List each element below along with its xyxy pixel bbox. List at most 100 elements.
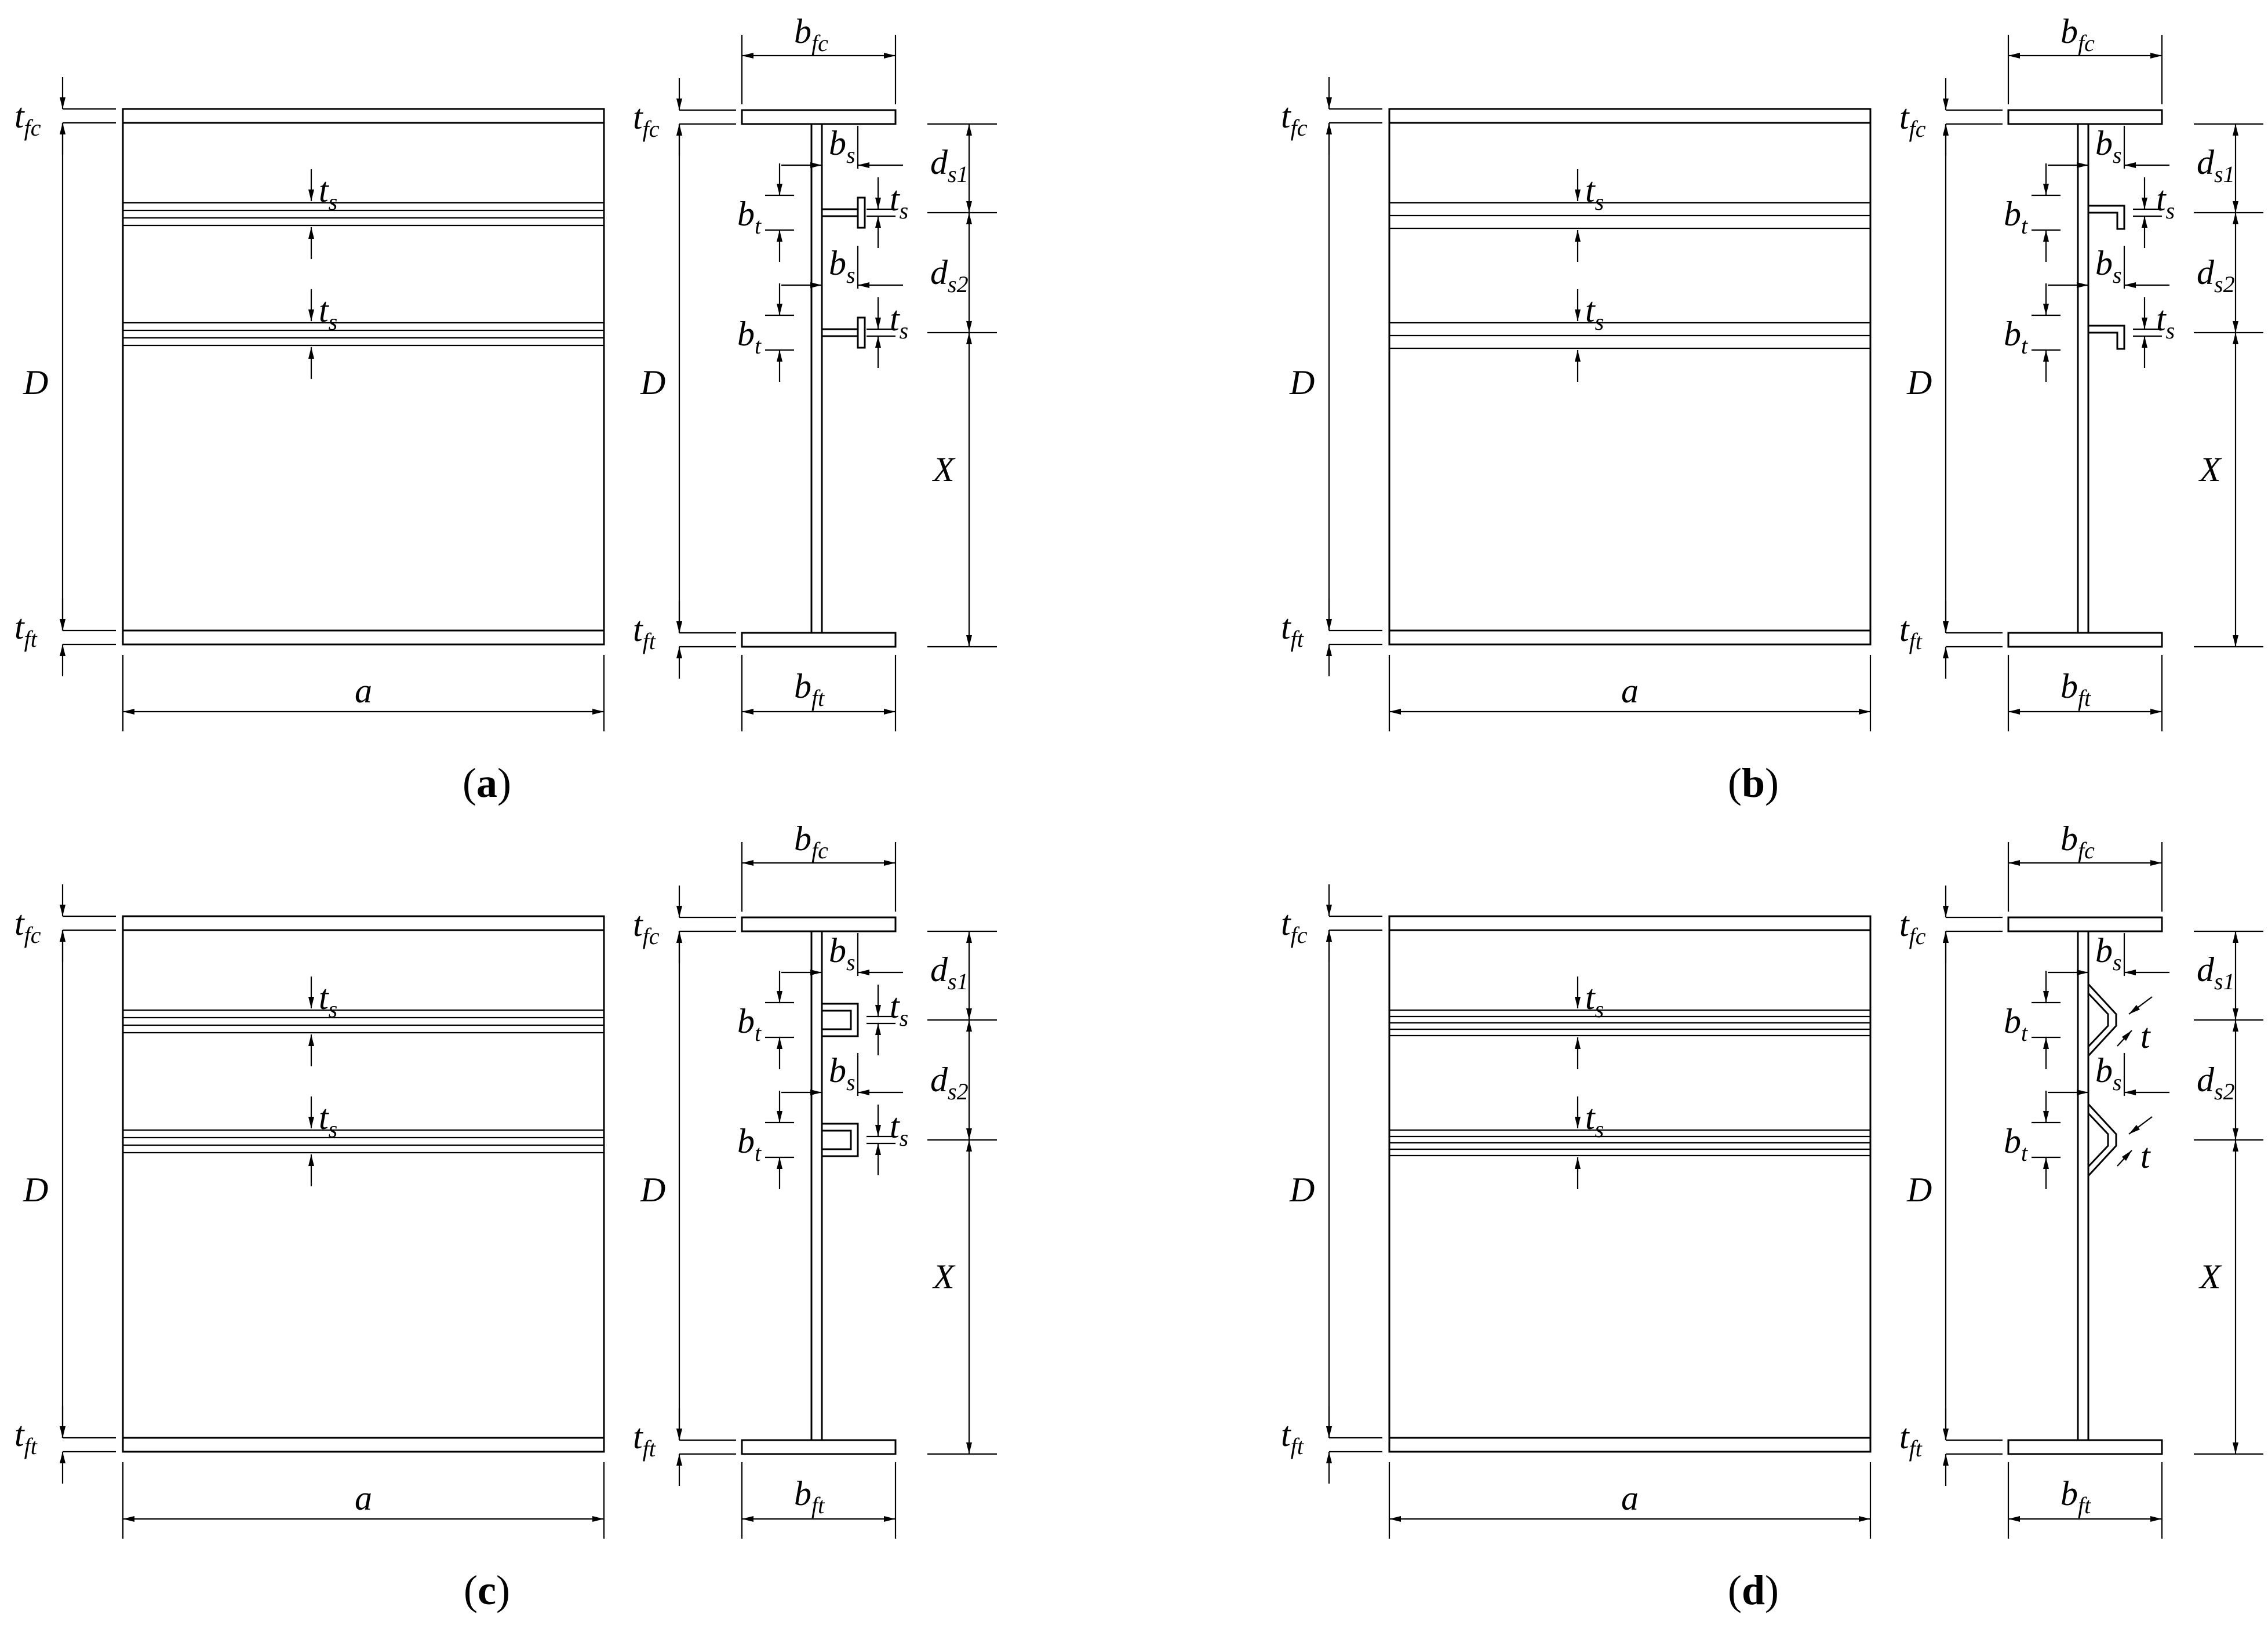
caption-open: (	[1728, 760, 1742, 806]
caption-close: )	[1765, 1567, 1779, 1613]
stiffener-section-1-channel	[822, 1003, 859, 1037]
bs-label-1-base: b	[2095, 124, 2113, 162]
ts-sec-label-1-base: t	[890, 180, 900, 218]
ts-sec-label-1-base: t	[2156, 180, 2167, 218]
tfc-label-sec-base: t	[1899, 98, 1910, 136]
ts-label-2: ts	[319, 291, 337, 335]
tfc-label-sec: tfc	[633, 98, 660, 142]
tfc-label-elev: tfc	[14, 904, 41, 948]
ts-sec-label-2-sub: s	[2166, 318, 2175, 344]
stiffener-section-2	[822, 1123, 859, 1157]
ts-sec-label-1-sub: s	[900, 1005, 909, 1031]
ds2-label-sub: s2	[948, 271, 969, 297]
ts-label-2: ts	[1585, 1098, 1604, 1142]
tft-label-elev-sub: ft	[1291, 626, 1304, 652]
caption-d: (d)	[1728, 1567, 1779, 1613]
caption-letter: a	[476, 760, 497, 806]
bs-label-1-base: b	[829, 124, 846, 162]
bt-label-2-base: b	[2004, 315, 2021, 353]
top-flange-section	[741, 916, 897, 932]
ts-sec-label-2-sub: s	[900, 318, 909, 344]
bft-label-sub: ft	[2078, 1492, 2091, 1518]
ds2-label: ds2	[930, 1061, 969, 1105]
ts-label-1-base: t	[1585, 978, 1596, 1016]
ts-sec-label-2-sub: s	[900, 1125, 909, 1151]
ts-label-2: ts	[319, 1098, 337, 1142]
bt-label-1: bt	[737, 195, 762, 239]
ts-sec-label-2: ts	[890, 300, 908, 344]
bft-label-sub: ft	[811, 685, 825, 711]
tft-label-elev-sub: ft	[24, 626, 38, 652]
bft-label-sub: ft	[811, 1492, 825, 1518]
stiffener-section-1-web	[822, 208, 858, 217]
bft-label: bft	[794, 667, 825, 711]
ts-sec-label-1: ts	[890, 987, 908, 1031]
bft-label: bft	[2061, 667, 2091, 711]
bs-label-1: bs	[2095, 124, 2122, 168]
bs-label-2-base: b	[829, 1051, 846, 1090]
a-label: a	[1621, 1479, 1639, 1517]
ts-label-2-base: t	[1585, 1098, 1596, 1136]
bt-label-2: bt	[2004, 315, 2028, 359]
bt-label-2-base: b	[2004, 1122, 2021, 1160]
caption-letter: c	[478, 1567, 496, 1613]
bt-label-2: bt	[737, 1122, 762, 1166]
bt-label-1: bt	[2004, 1002, 2028, 1046]
ts-sec-label-2-base: t	[890, 1107, 900, 1145]
bft-label-base: b	[2061, 1474, 2078, 1513]
ts-label-2-base: t	[319, 1098, 329, 1136]
stiffener-section-1	[2087, 983, 2117, 1057]
top-flange-elevation	[1388, 915, 1872, 931]
tft-label-elev-base: t	[14, 1415, 25, 1453]
ds2-label: ds2	[2197, 253, 2235, 297]
D-label-sec: D	[640, 363, 665, 402]
a-label: a	[355, 1479, 372, 1517]
stiffener-section-1-flange	[857, 196, 866, 229]
tft-label-elev: tft	[1281, 1415, 1304, 1459]
tft-label-sec-sub: ft	[1909, 628, 1923, 654]
bfc-label-base: b	[794, 819, 811, 858]
ds2-label-sub: s2	[2214, 1079, 2235, 1105]
web-section	[810, 123, 823, 634]
stiffener-section-2-flange	[857, 316, 866, 349]
bs-label-2-base: b	[829, 244, 846, 282]
bfc-label: bfc	[794, 819, 828, 863]
tfc-label-sec-sub: fc	[643, 923, 660, 949]
ts-label-2-sub: s	[329, 309, 338, 335]
D-label-elev: D	[23, 363, 48, 402]
top-flange-elevation	[122, 915, 605, 931]
D-label-sec: D	[640, 1171, 665, 1209]
t-label-2: t	[2140, 1137, 2151, 1175]
caption-open: (	[463, 760, 476, 806]
t-arrow-a-1	[2128, 996, 2153, 1015]
bt-label-1-base: b	[737, 1002, 755, 1040]
bottom-flange-elevation	[1388, 1437, 1872, 1453]
tft-label-sec-sub: ft	[643, 628, 656, 654]
tft-label-elev-base: t	[1281, 608, 1291, 646]
D-label-elev: D	[23, 1171, 48, 1209]
tfc-label-elev-sub: fc	[24, 922, 41, 948]
bt-label-1: bt	[2004, 195, 2028, 239]
tft-label-elev-sub: ft	[1291, 1433, 1304, 1459]
bottom-flange-elevation	[122, 1437, 605, 1453]
a-label: a	[355, 672, 372, 710]
caption-letter: b	[1742, 760, 1765, 806]
tfc-label-sec-sub: fc	[1909, 116, 1926, 142]
bs-label-2-sub: s	[846, 1069, 855, 1095]
bs-label-2-base: b	[2095, 244, 2113, 282]
bfc-label: bfc	[2061, 819, 2095, 863]
bottom-flange-elevation	[122, 629, 605, 646]
bt-label-2-base: b	[737, 1122, 755, 1160]
bt-label-1-sub: t	[755, 1020, 762, 1046]
ts-sec-label-1-sub: s	[2166, 198, 2175, 224]
ts-sec-label-2-base: t	[2156, 300, 2167, 338]
bs-label-2-sub: s	[2113, 1069, 2122, 1095]
ds1-label-base: d	[930, 950, 948, 989]
t-arrow-a-2	[2128, 1116, 2153, 1135]
bs-label-1-sub: s	[2113, 142, 2122, 168]
